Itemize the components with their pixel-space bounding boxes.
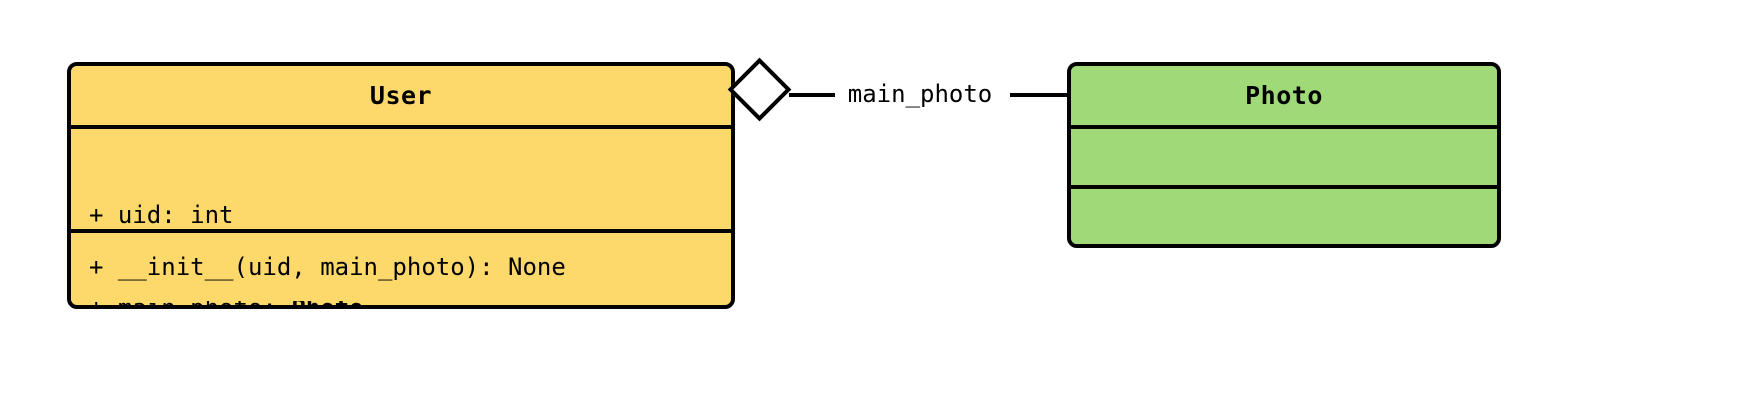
uml-class-photo[interactable]: Photo [1067, 62, 1501, 248]
uml-class-photo-methods [1071, 185, 1497, 244]
uml-class-photo-attributes [1071, 125, 1497, 185]
uml-method-init: + __init__(uid, main_photo): None [89, 252, 566, 281]
association-line-right [1010, 93, 1069, 97]
uml-attribute-uid: + uid: int [89, 201, 234, 230]
aggregation-diamond-icon [727, 57, 792, 122]
association-line-left [789, 93, 835, 97]
association-label: main_photo [847, 80, 993, 108]
uml-class-user-name: User [369, 81, 433, 110]
uml-class-user-title: User [71, 66, 731, 125]
uml-class-user[interactable]: User + uid: int + main_photo: Photo + __… [67, 62, 735, 309]
uml-class-photo-name: Photo [1245, 81, 1323, 110]
uml-class-user-methods: + __init__(uid, main_photo): None [71, 229, 731, 301]
uml-class-photo-title: Photo [1071, 66, 1497, 125]
uml-class-user-attributes: + uid: int + main_photo: Photo [71, 125, 731, 305]
